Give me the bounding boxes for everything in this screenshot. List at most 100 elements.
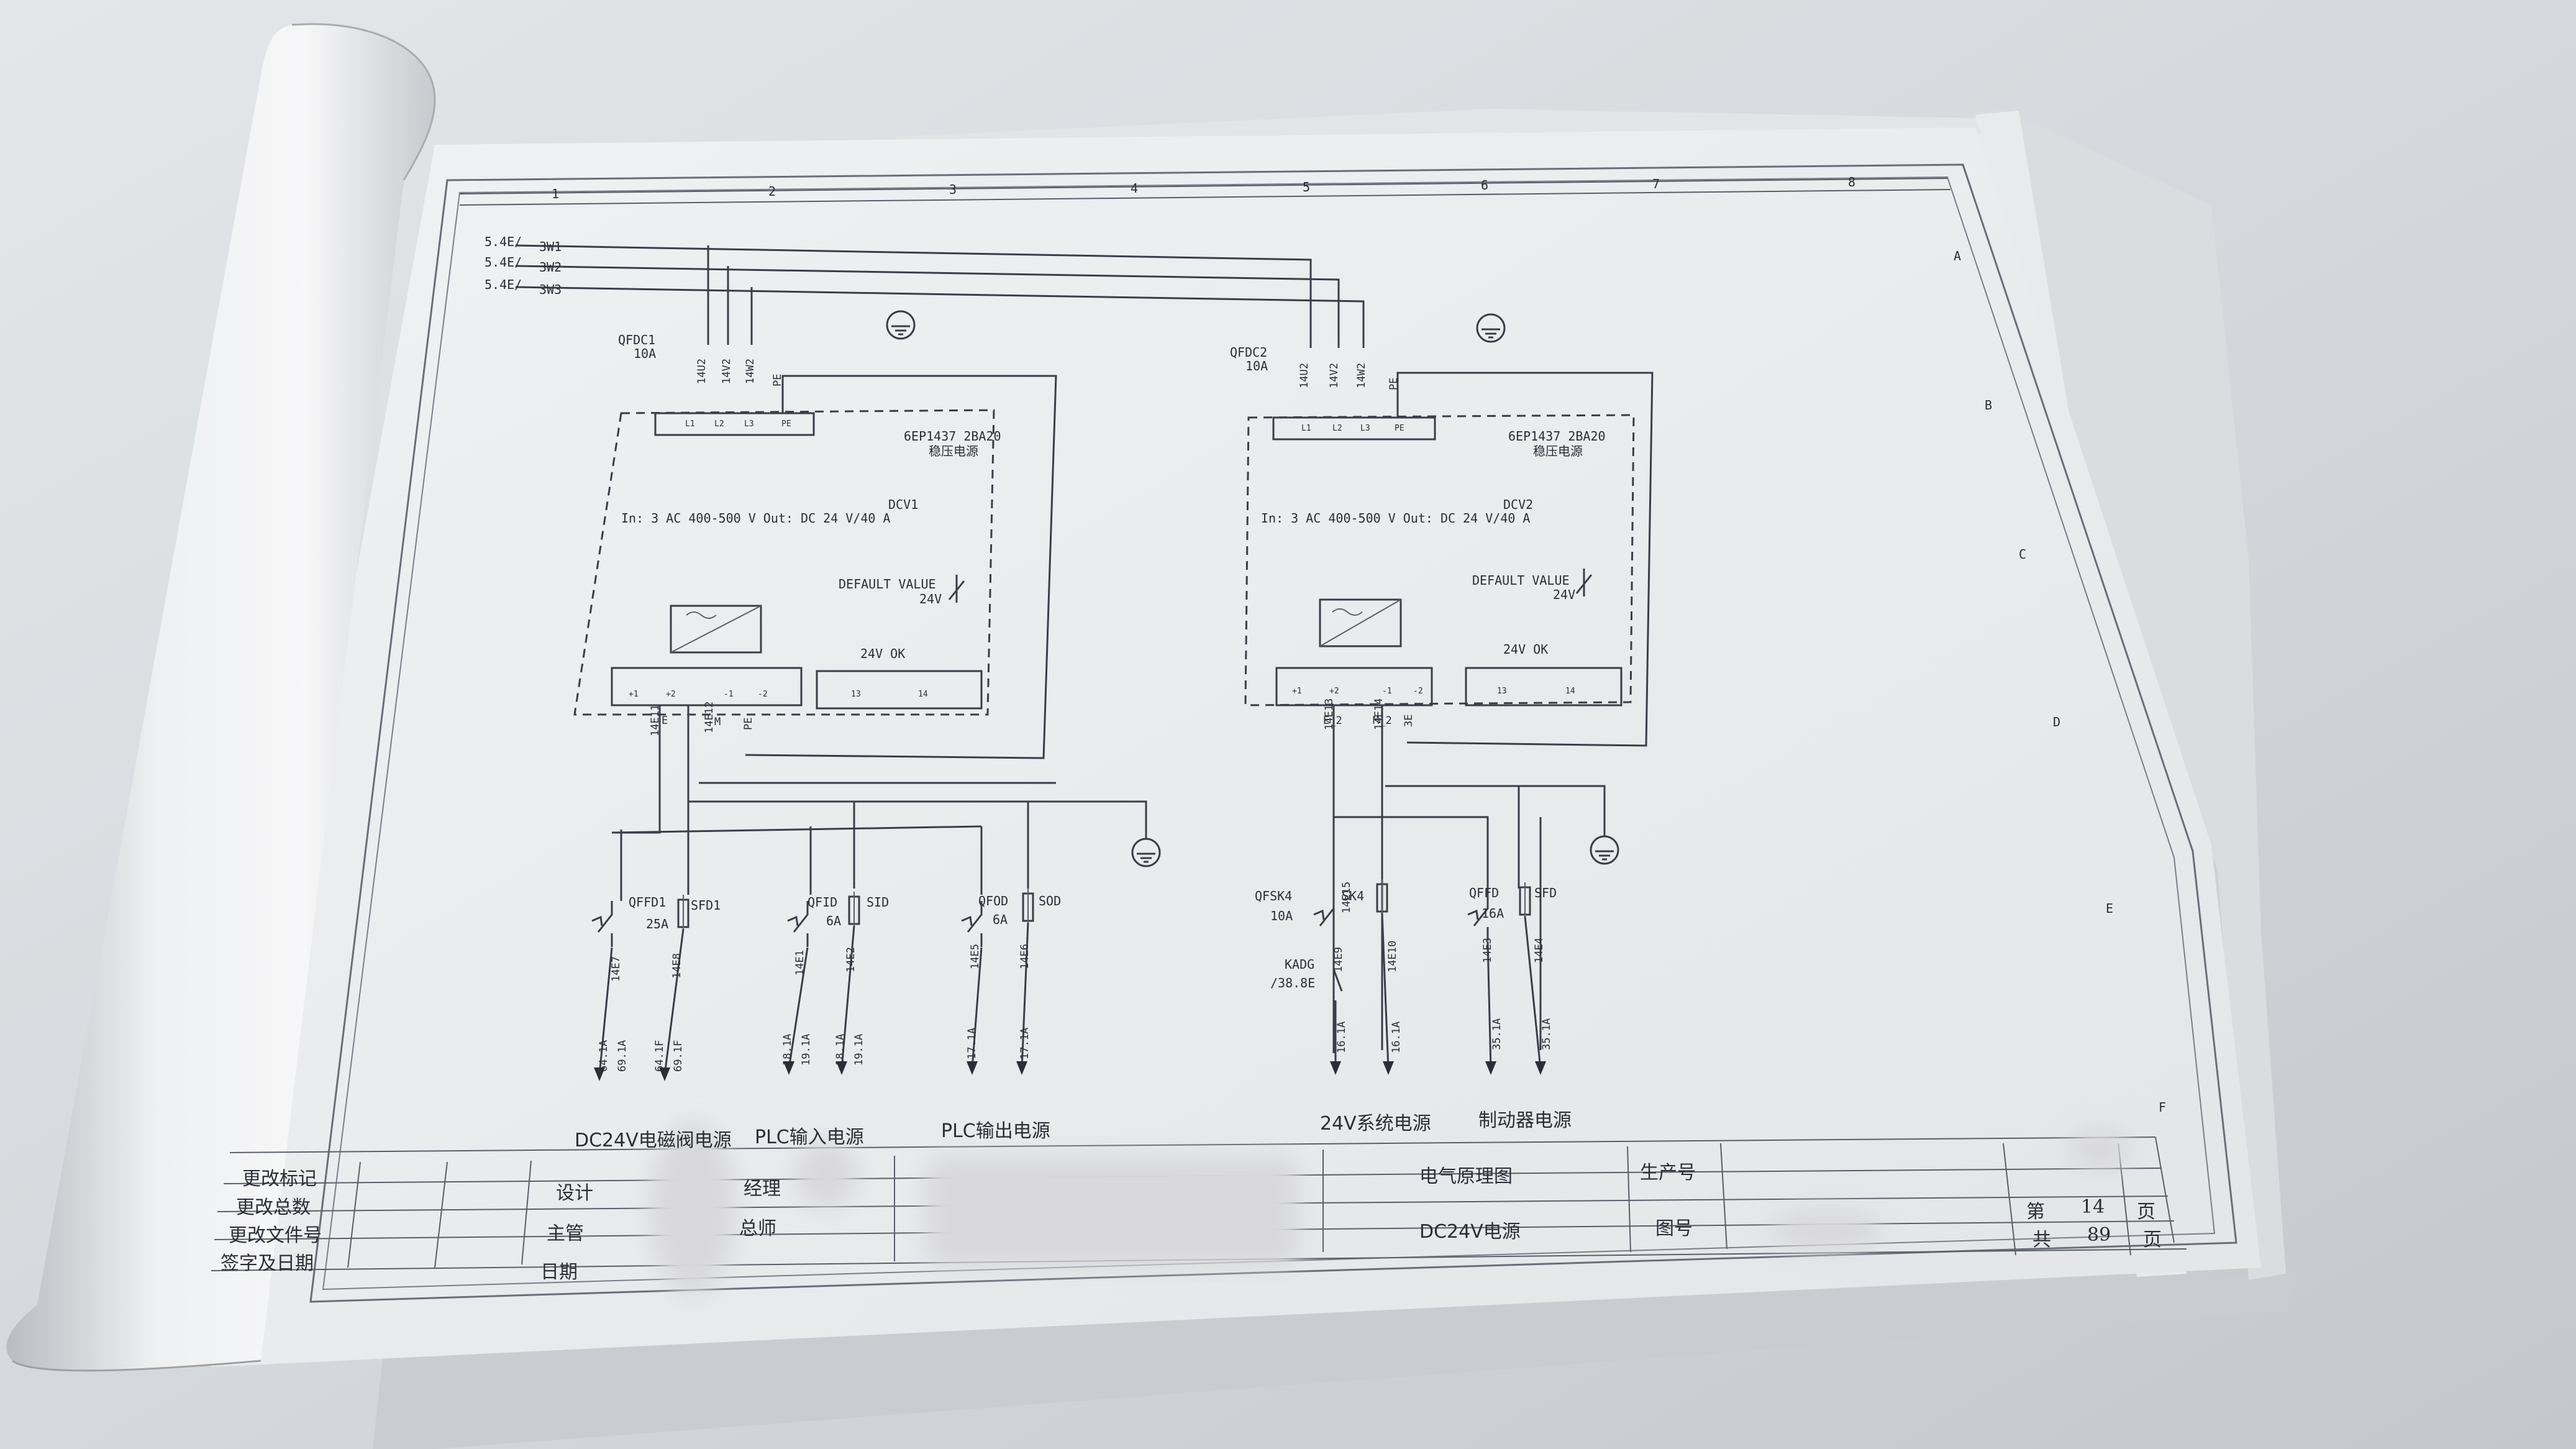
branch2-ref-1a: 18.1A (781, 1033, 794, 1066)
column-number-8: 8 (1848, 175, 1856, 190)
row-letter-c: C (2019, 547, 2027, 562)
row-letter-d: D (2053, 715, 2061, 729)
column-number-3: 3 (949, 182, 957, 197)
unit1-out-mark-m: M (714, 716, 721, 728)
row-letter-b: B (1985, 398, 1993, 413)
page-number: 14 (2081, 1196, 2105, 1218)
branch4-rating: 10A (1270, 908, 1293, 923)
role-date: 日期 (540, 1261, 578, 1283)
page-prefix: 第 (2026, 1201, 2045, 1223)
unit2-default-label: DEFAULT VALUE (1472, 573, 1570, 588)
branch3-ref-1: 17.1A (966, 1027, 978, 1059)
unit2-breaker-rating: 10A (1245, 359, 1268, 373)
unit2-wire-u: 14U2 (1298, 363, 1311, 388)
branch2-fuse: SID (867, 895, 890, 910)
unit2-ok-terminal-14: 14 (1565, 687, 1575, 696)
unit1-part-desc: 稳压电源 (929, 444, 978, 459)
unit2-wire-w: 14W2 (1355, 363, 1368, 388)
unit2-terminal-pe: PE (1395, 424, 1404, 433)
unit2-out-mark-e: E_2 (1323, 715, 1342, 727)
total-prefix: 共 (2032, 1229, 2051, 1251)
supply-line-3-tag: 3W3 (539, 282, 562, 297)
power-supply-unit-2 (1244, 372, 1654, 747)
column-number-2: 2 (768, 184, 776, 199)
branch5-fuse: SFD (1534, 885, 1557, 900)
unit2-out-terminal-p1: +1 (1292, 687, 1302, 696)
branch4-relay: KADG (1285, 957, 1315, 972)
output-bus-2 (1332, 705, 1606, 1053)
unit1-out-wire-pe: PE (742, 717, 755, 730)
branch4-fuse: SK4 (1342, 889, 1365, 903)
branch2-caption: PLC输入电源 (755, 1127, 864, 1148)
branch3-wire-2: 14E6 (1019, 944, 1031, 969)
row-letter-e: E (2106, 901, 2114, 916)
branch2-ref-2a: 18.1A (834, 1033, 847, 1066)
branch1-ref-2a: 64.1F (653, 1040, 666, 1072)
unit2-part-desc: 稳压电源 (1533, 444, 1583, 459)
column-number-6: 6 (1481, 178, 1489, 193)
unit2-terminal-l2: L2 (1332, 424, 1342, 433)
unit1-out-wire-1: 14E11 (649, 704, 662, 736)
unit1-terminal-l3: L3 (744, 419, 754, 429)
branch4-caption: 24V系统电源 (1320, 1113, 1431, 1135)
unit1-out-mark-e: E (662, 715, 668, 727)
column-number-7: 7 (1652, 176, 1660, 191)
supply-line-1-tag: 3W1 (539, 239, 562, 254)
change-mark-label: 更改标记 (242, 1168, 317, 1190)
change-total-label: 更改总数 (236, 1197, 311, 1218)
unit1-wire-pe: PE (771, 373, 784, 386)
supply-line-1-label: 5.4E/ (485, 234, 522, 249)
branch4-relay-ref: /38.8E (1270, 976, 1316, 990)
unit2-out-terminal-m2: -2 (1413, 687, 1423, 696)
unit1-wire-u: 14U2 (696, 359, 708, 384)
unit2-ok-terminal-13: 13 (1497, 687, 1507, 696)
unit2-wire-v: 14V2 (1328, 363, 1340, 388)
redaction-smudges (649, 1122, 2131, 1296)
branch3-wire-1: 14E5 (969, 944, 981, 969)
branch5-rating: 16A (1481, 906, 1504, 921)
unit2-part-number: 6EP1437 2BA20 (1508, 429, 1606, 444)
branch2-ref-2b: 19.1A (853, 1033, 865, 1066)
unit2-wire-pe: PE (1388, 377, 1400, 390)
unit2-default-value: 24V (1553, 587, 1576, 602)
branch3-breaker: QFOD (978, 894, 1009, 908)
branch1-wire-1: 14E7 (610, 956, 622, 982)
branch5-ref-2: 35.1A (1541, 1018, 1553, 1050)
unit2-out-wire-2: 14E14 (1373, 698, 1385, 730)
role-manager: 经理 (744, 1178, 781, 1200)
unit1-terminal-l2: L2 (714, 419, 724, 429)
drawing-type: 电气原理图 (1419, 1166, 1513, 1187)
unit1-terminal-l1: L1 (685, 419, 695, 429)
branch2-rating: 6A (826, 913, 842, 928)
production-no-label: 生产号 (1640, 1162, 1696, 1184)
branch1-caption: DC24V电磁阀电源 (575, 1130, 732, 1151)
branch4-breaker: QFSK4 (1255, 889, 1293, 903)
unit2-spec: In: 3 AC 400-500 V Out: DC 24 V/40 A (1261, 511, 1531, 526)
unit1-wire-w: 14W2 (744, 359, 757, 384)
supply-line-3-label: 5.4E/ (485, 277, 522, 292)
sign-date-label: 签字及日期 (221, 1253, 314, 1274)
unit1-default-value: 24V (919, 592, 942, 606)
row-letter-f: F (2159, 1100, 2167, 1115)
unit2-out-mark-m: M_2 (1373, 715, 1392, 727)
unit2-out-wire-pe: 3E (1403, 714, 1415, 727)
unit2-out-wire-1: 14E13 (1323, 698, 1336, 730)
column-number-5: 5 (1303, 180, 1311, 194)
branch1-ref-2b: 69.1F (672, 1040, 685, 1072)
unit1-default-label: DEFAULT VALUE (839, 577, 936, 592)
supply-lines (515, 244, 1365, 348)
unit2-terminal-l3: L3 (1360, 424, 1370, 433)
unit1-terminal-pe: PE (781, 419, 791, 429)
unit1-breaker: QFDC1 (618, 332, 656, 347)
row-letter-a: A (1954, 249, 1962, 263)
branch-symbols (591, 878, 1542, 1076)
unit1-out-terminal-p1: +1 (629, 690, 639, 699)
unit1-part-number: 6EP1437 2BA20 (904, 429, 1001, 444)
branch4-extra-wire: 14E15 (1340, 881, 1353, 913)
branch1-wire-2: 14E8 (671, 953, 683, 979)
branch4-ref-1: 16.1A (1336, 1021, 1348, 1053)
unit1-out-terminal-m1: -1 (724, 690, 734, 699)
branch4-wire-1: 14E9 (1332, 947, 1345, 972)
